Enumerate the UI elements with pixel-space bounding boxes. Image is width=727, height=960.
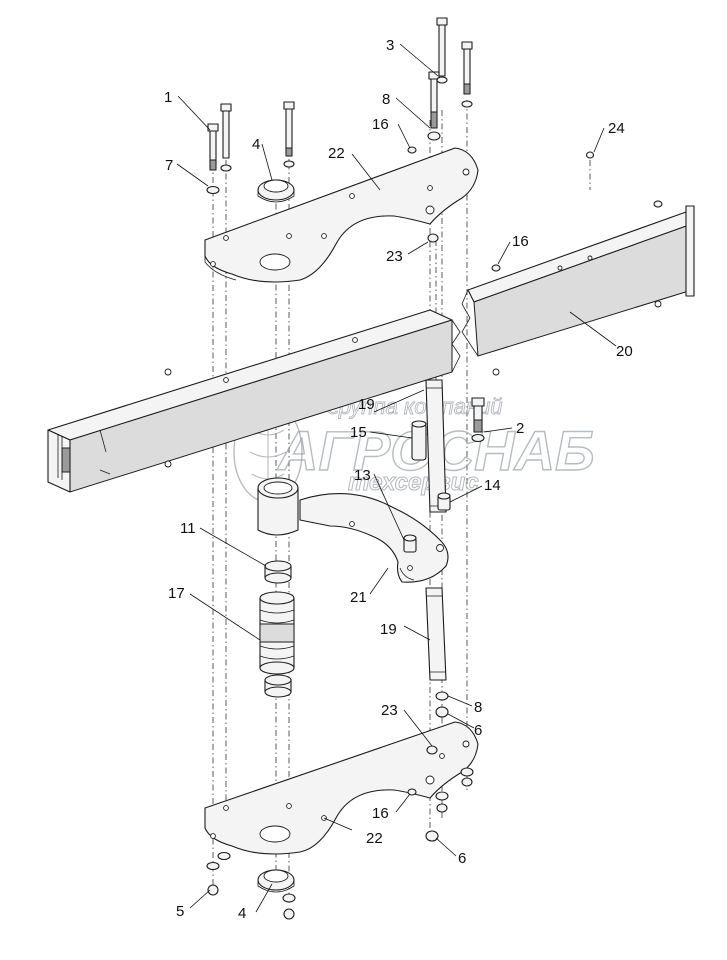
callout-8-upper: 8 <box>382 91 390 108</box>
callout-labels: 1 7 4 22 3 8 16 24 23 16 20 19 15 2 13 1… <box>164 37 633 922</box>
pin-15 <box>411 423 427 461</box>
plug-16a <box>407 146 417 154</box>
nut-23a <box>427 233 439 243</box>
callout-21: 21 <box>350 589 367 606</box>
callout-22-lower: 22 <box>366 830 383 847</box>
callout-13: 13 <box>354 467 371 484</box>
bolt-2 <box>471 397 485 443</box>
plug-24 <box>585 151 595 159</box>
bolt-3 <box>438 23 446 77</box>
right-beam <box>461 200 695 376</box>
upper-bracket-plate <box>204 147 479 283</box>
callout-17: 17 <box>168 585 185 602</box>
callout-4-lower: 4 <box>238 905 246 922</box>
callout-8-lower: 8 <box>474 699 482 716</box>
leader-lines <box>176 43 617 913</box>
watermark-line3: техсервис <box>348 469 479 496</box>
callout-11: 11 <box>180 520 196 537</box>
nut-6b <box>425 830 439 842</box>
lever-arm-21 <box>257 477 449 583</box>
callout-14: 14 <box>484 477 501 494</box>
beam-end-plate <box>685 205 695 297</box>
callout-16-c: 16 <box>372 805 389 822</box>
callout-24: 24 <box>608 120 625 137</box>
plug-16b <box>491 264 501 272</box>
callout-15: 15 <box>350 424 367 441</box>
lower-bracket-plate <box>204 721 479 855</box>
callout-6-upper: 6 <box>474 722 482 739</box>
callout-5: 5 <box>176 903 184 920</box>
callout-22-upper: 22 <box>328 145 345 162</box>
callout-4-upper: 4 <box>252 136 260 153</box>
link-rod-19-upper <box>411 379 451 513</box>
bearing-11-upper <box>264 560 292 584</box>
callout-19-upper: 19 <box>358 396 375 413</box>
nut-5 <box>207 884 219 896</box>
upper-cap-4 <box>257 179 295 203</box>
callout-16-b: 16 <box>512 233 529 250</box>
nut-23b <box>426 745 438 755</box>
callout-1: 1 <box>164 89 172 106</box>
bolt-1b <box>222 109 230 159</box>
callout-2: 2 <box>516 420 524 437</box>
plug-16c <box>407 788 417 796</box>
shaft-17 <box>259 591 295 675</box>
beam-end-slot <box>61 447 71 473</box>
bolt-upper-right <box>285 107 293 155</box>
washer-8b <box>435 691 449 701</box>
callout-20: 20 <box>616 343 633 360</box>
callout-7: 7 <box>165 157 173 174</box>
callout-23-upper: 23 <box>386 248 403 265</box>
nut-6a <box>435 706 449 718</box>
callout-3: 3 <box>386 37 394 54</box>
washer-7 <box>206 185 220 195</box>
callout-6-lower: 6 <box>458 850 466 867</box>
upper-bolts <box>207 17 473 171</box>
washers-and-nuts <box>206 76 663 920</box>
callout-16-a: 16 <box>372 116 389 133</box>
lower-cap-4 <box>257 869 295 893</box>
callout-23-lower: 23 <box>381 702 398 719</box>
bearing-11-lower <box>264 674 292 698</box>
callout-19-lower: 19 <box>380 621 397 638</box>
link-rod-19-lower <box>425 587 447 681</box>
left-beam <box>47 309 461 493</box>
